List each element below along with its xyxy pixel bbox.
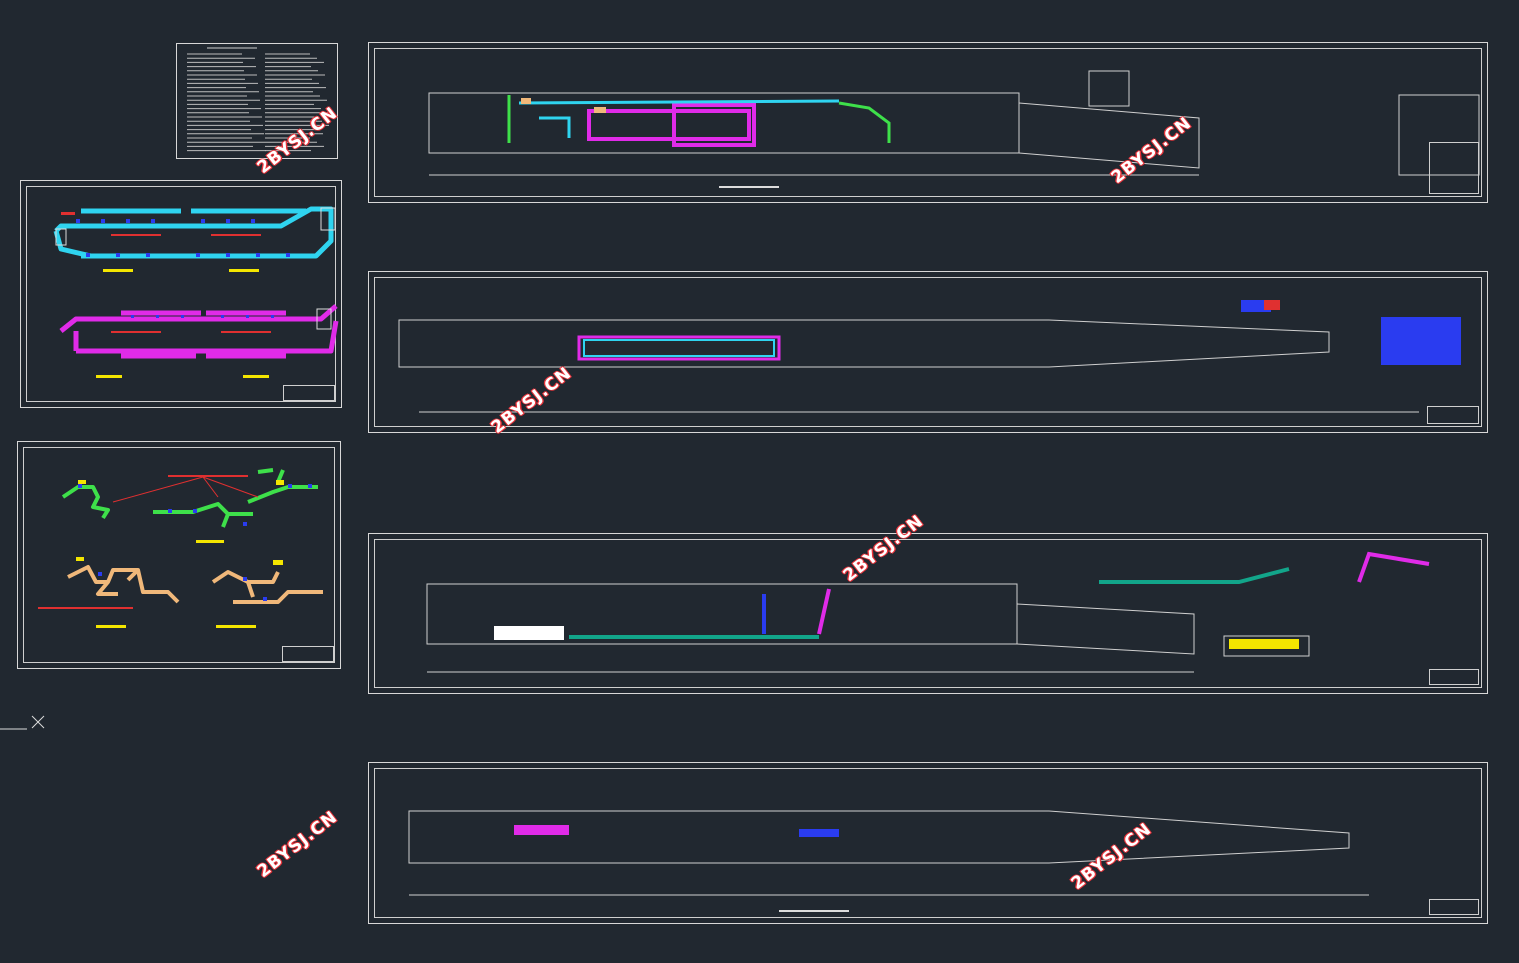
platform-floor-plan-sheet[interactable] <box>368 271 1488 433</box>
hall-floor-plan-drawing <box>428 70 1480 188</box>
cyan-duct-diagram <box>53 206 336 272</box>
hall-floor-plan-sheet[interactable] <box>368 42 1488 203</box>
title-block <box>282 646 334 662</box>
title-block <box>1429 669 1479 685</box>
duct-system-diagram-sheet[interactable] <box>20 180 342 408</box>
title-block <box>1429 899 1479 915</box>
platform-floor-plan-drawing <box>398 300 1461 413</box>
title-block <box>1427 406 1479 424</box>
hall-smoke-plan-drawing <box>426 551 1430 673</box>
platform-smoke-plan-sheet[interactable] <box>368 762 1488 924</box>
title-block <box>283 385 335 401</box>
green-duct-diagram <box>61 468 318 543</box>
design-notes-sheet[interactable] <box>176 43 338 159</box>
platform-smoke-plan-drawing <box>408 810 1369 912</box>
orange-duct-diagram <box>38 557 323 628</box>
crosshair-cursor-icon[interactable] <box>0 712 50 732</box>
hall-smoke-plan-sheet[interactable] <box>368 533 1488 694</box>
design-notes-text-block <box>187 47 329 152</box>
magenta-duct-diagram <box>59 304 339 378</box>
watermark: 2BYSJ.CN <box>253 807 342 882</box>
smoke-exhaust-diagram-sheet[interactable] <box>17 441 341 669</box>
